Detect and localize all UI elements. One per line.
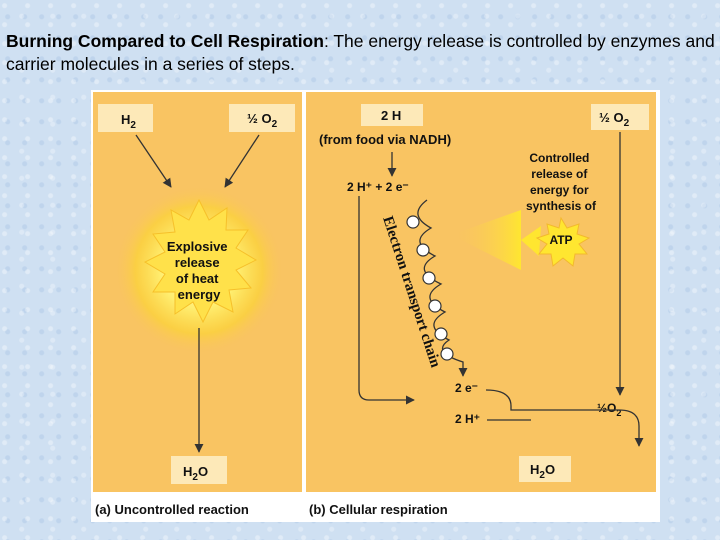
- caption: Burning Compared to Cell Respiration: Th…: [6, 30, 716, 76]
- caption-title: Burning Compared to Cell Respiration: [6, 31, 324, 51]
- figure: H2 ½ O2 Explosive release of heat energy…: [91, 90, 660, 522]
- panel-b-half-o2: ½ O2: [599, 110, 630, 129]
- proton-path-arrow: [358, 196, 415, 405]
- explosion-burst-icon: [143, 198, 258, 324]
- panel-b-2h-box: [361, 104, 423, 126]
- panel-b-half-o2-bottom: ½O2: [597, 401, 621, 418]
- panel-a-water-box: [171, 456, 227, 484]
- atp-burst-icon: [535, 216, 591, 267]
- panel-a-h2-box: [98, 104, 153, 132]
- caption-text: : The energy release is controlled by en…: [6, 31, 715, 74]
- panel-a-o2-arrow: [224, 134, 260, 188]
- energy-arrowhead: [521, 226, 541, 256]
- etc-carrier-icons: [406, 215, 454, 361]
- panel-a-half-o2: ½ O2: [247, 111, 278, 130]
- panel-b-from-food: (from food via NADH): [319, 132, 451, 147]
- panel-b-2e: 2 e⁻: [455, 381, 478, 395]
- panel-b-water: H2O: [530, 462, 555, 481]
- protons-electrons: 2 H⁺ + 2 e⁻: [347, 180, 409, 194]
- water-formation-arrow: [485, 389, 644, 447]
- panel-a-h2: H2: [121, 112, 136, 131]
- panel-b-label: (b) Cellular respiration: [309, 502, 448, 517]
- panel-b-2h-plus: 2 H⁺: [455, 412, 480, 426]
- panel-b-2h: 2 H: [381, 108, 401, 123]
- controlled-release-text: Controlled release of energy for synthes…: [526, 151, 597, 213]
- panel-b-o2-box: [591, 104, 649, 130]
- explosive-release-text: Explosive release of heat energy: [167, 239, 231, 302]
- panel-b-water-box: [519, 456, 571, 482]
- panel-b-background: [306, 92, 656, 492]
- electron-zigzag-arrow: [417, 199, 468, 377]
- atp-label: ATP: [549, 233, 572, 247]
- panel-a-water: H2O: [183, 464, 208, 483]
- panel-a-o2-box: [229, 104, 295, 132]
- energy-beam: [451, 210, 521, 270]
- panel-a-label: (a) Uncontrolled reaction: [95, 502, 249, 517]
- panel-a-h2-arrow: [135, 134, 172, 188]
- respiration-diagram: H2 ½ O2 Explosive release of heat energy…: [93, 92, 656, 517]
